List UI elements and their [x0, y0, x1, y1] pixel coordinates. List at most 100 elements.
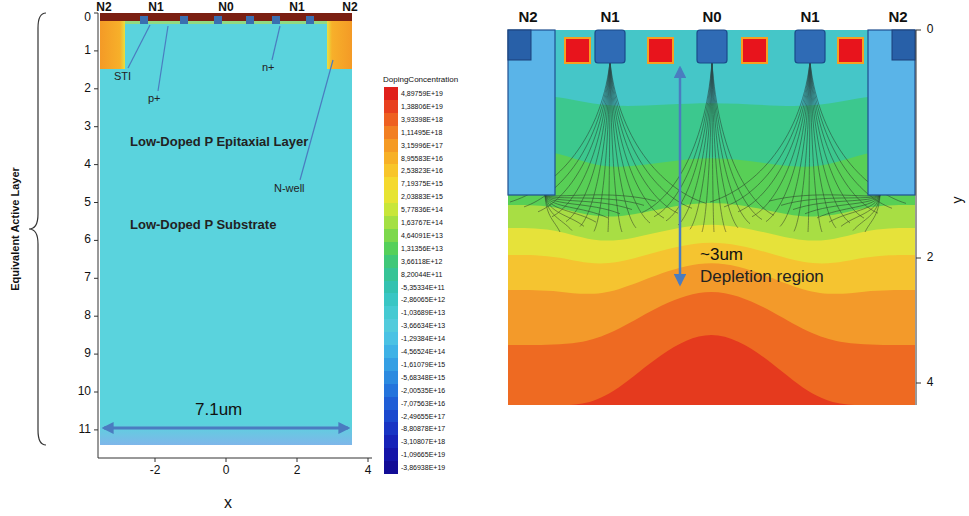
- electrode-name: N1: [600, 8, 619, 25]
- color-swatch: [384, 242, 398, 255]
- color-swatch: [384, 397, 398, 410]
- field-line: [510, 62, 906, 232]
- legend-entry: -2,00535E+16: [384, 384, 454, 397]
- legend-entry: 2,03883E+15: [384, 190, 454, 203]
- axis-tick: 6: [84, 233, 91, 247]
- axis-tick: 0: [84, 11, 91, 25]
- legend-value: 2,53823E+16: [401, 164, 443, 177]
- electrode-name: N2: [518, 8, 537, 25]
- legend-value: 1,38806E+19: [401, 100, 443, 113]
- color-swatch: [384, 87, 398, 100]
- electrode-name: N2: [342, 1, 357, 15]
- legend-value: 1,31356E+13: [401, 242, 443, 255]
- bracket: [29, 13, 46, 445]
- legend-entry: 7,19375E+15: [384, 177, 454, 190]
- legend-value: -5,68348E+15: [401, 371, 445, 384]
- color-swatch: [384, 126, 398, 139]
- n-well: [100, 13, 125, 69]
- color-swatch: [384, 293, 398, 306]
- legend-value: 4,89759E+19: [401, 87, 443, 100]
- legend-value: -2,86065E+12: [401, 293, 445, 306]
- n-diode: [697, 30, 727, 63]
- color-swatch: [384, 139, 398, 152]
- color-swatch: [384, 332, 398, 345]
- axis-tick: 8: [84, 309, 91, 323]
- n-well-electrode: [508, 30, 555, 195]
- legend-value: 1,11495E+18: [401, 126, 442, 139]
- legend-entry: 8,20044E+11: [384, 268, 454, 281]
- legend-entry: 1,31356E+13: [384, 242, 454, 255]
- legend-entry: 2,53823E+16: [384, 164, 454, 177]
- color-swatch: [384, 268, 398, 281]
- legend-value: -2,49655E+17: [401, 410, 445, 423]
- color-swatch: [384, 190, 398, 203]
- layer-name: Low-Doped P Epitaxial Layer: [130, 135, 308, 150]
- axis-tick: 2: [927, 251, 934, 265]
- legend-value: -1,29384E+14: [401, 332, 445, 345]
- electrode-name: N1: [800, 8, 819, 25]
- leader-line: [128, 25, 333, 180]
- color-swatch: [384, 100, 398, 113]
- axis-tick: 4: [84, 158, 91, 172]
- legend-entry: -2,49655E+17: [384, 410, 454, 423]
- axis-tick: 0: [223, 464, 230, 478]
- legend-entry: -8,80878E+17: [384, 422, 454, 435]
- legend-value: -8,80878E+17: [401, 422, 445, 435]
- dimension-label: 7.1um: [195, 400, 242, 420]
- region-name: n+: [262, 61, 275, 74]
- axis-tick: 4: [927, 376, 934, 390]
- electrode-name: N1: [148, 1, 163, 15]
- color-swatch: [384, 422, 398, 435]
- p-plus-implant: [648, 38, 673, 63]
- potential-contour: [508, 30, 915, 294]
- sti-block: [140, 16, 314, 24]
- axis: [94, 13, 372, 462]
- color-swatch: [384, 448, 398, 461]
- legend-value: 1,63767E+14: [401, 216, 443, 229]
- region-name: STI: [114, 70, 131, 83]
- color-swatch: [384, 164, 398, 177]
- axis: [916, 30, 921, 405]
- legend-value: 2,03883E+15: [401, 190, 443, 203]
- region-name: p+: [148, 92, 161, 105]
- region-name: N-well: [274, 182, 305, 195]
- color-swatch: [384, 461, 398, 474]
- legend-entry: 1,38806E+19: [384, 100, 454, 113]
- axis-tick: 4: [365, 464, 372, 478]
- color-swatch: [384, 345, 398, 358]
- legend-entry: 3,66118E+12: [384, 255, 454, 268]
- legend-value: -3,86938E+19: [401, 461, 445, 474]
- legend-value: -1,61079E+15: [401, 358, 445, 371]
- color-swatch: [384, 255, 398, 268]
- n-well-electrode: [868, 30, 915, 195]
- electrode-name: N2: [888, 8, 907, 25]
- legend-value: 8,95583E+16: [401, 152, 443, 165]
- bracket-label: Equivalent Active Layer: [9, 167, 22, 291]
- region-name: Depletion region: [700, 267, 824, 287]
- axis-tick: 10: [78, 385, 91, 399]
- p-plus-implant: [742, 38, 767, 63]
- legend-value: -5,35334E+11: [401, 281, 445, 294]
- axis-tick: 5: [84, 196, 91, 210]
- color-swatch: [384, 371, 398, 384]
- legend-value: 3,15996E+17: [401, 139, 443, 152]
- dimension-arrow: [679, 68, 682, 284]
- color-swatch: [384, 384, 398, 397]
- legend-value: -1,09665E+19: [401, 448, 445, 461]
- color-swatch: [384, 113, 398, 126]
- color-swatch: [384, 152, 398, 165]
- legend-entry: -3,66634E+13: [384, 319, 454, 332]
- legend-value: -4,56524E+14: [401, 345, 445, 358]
- legend-entry: -1,29384E+14: [384, 332, 454, 345]
- electrode-name: N2: [96, 1, 111, 15]
- axis-tick: 0: [927, 23, 934, 37]
- color-swatch: [384, 435, 398, 448]
- legend-entry: 1,63767E+14: [384, 216, 454, 229]
- legend-entry: 8,95583E+16: [384, 152, 454, 165]
- potential-contour: [508, 30, 915, 345]
- color-swatch: [384, 203, 398, 216]
- dimension-arrow: [104, 427, 348, 430]
- legend-value: 5,77836E+14: [401, 203, 443, 216]
- n-diode: [795, 30, 825, 63]
